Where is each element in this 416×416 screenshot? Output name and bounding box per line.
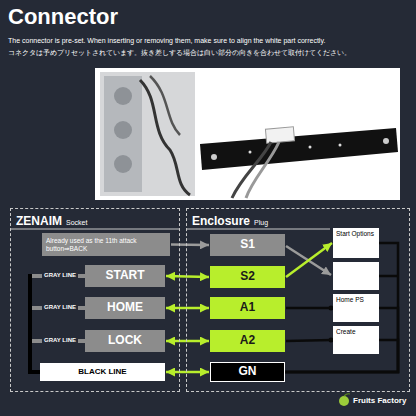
button-hole (114, 155, 132, 173)
connector (286, 243, 332, 277)
plug-group: S1S2A1A2GN Start OptionsHome PS Create Encl… (186, 208, 410, 392)
pcb-bar (200, 128, 398, 170)
button-box: Create (333, 326, 379, 354)
screw (383, 138, 389, 144)
cable (150, 76, 180, 135)
box-text: Start Options (336, 230, 374, 237)
connector (286, 340, 332, 341)
box-text: START (105, 269, 144, 283)
box-text: S2 (240, 270, 255, 284)
brand-name: Fruits Factory (353, 396, 406, 405)
note-text: コネクタは予めプリセットされています。抜き差しする場合は白い部分の向きを合わせて… (8, 49, 412, 57)
logo-icon (339, 396, 349, 406)
connector (285, 243, 398, 372)
box-text: Already used as the 11th attack button⇒B… (46, 237, 166, 252)
connector (171, 243, 209, 246)
wire (232, 142, 271, 198)
pin (309, 146, 312, 149)
box-text: LOCK (108, 334, 142, 348)
group-subheading: Socket (66, 219, 87, 226)
button-box (333, 262, 379, 290)
logo-leaf (344, 394, 350, 396)
page-title: Connector (8, 4, 118, 29)
enclosure-photo (100, 72, 195, 196)
connector (166, 276, 209, 277)
cable (140, 80, 190, 195)
black-wire (30, 274, 40, 372)
group-subheading: Plug (254, 219, 268, 226)
group-heading: Enclosure (192, 214, 250, 228)
enclosure-panel (104, 76, 142, 192)
box-text: Home PS (336, 296, 364, 303)
white-connector (265, 127, 294, 143)
connector (286, 307, 332, 310)
box-text: GN (239, 365, 257, 379)
box-text: A1 (240, 301, 255, 315)
pin (339, 144, 342, 147)
note-text: The connector is pre-set. When inserting… (8, 37, 412, 45)
box-text: S1 (240, 238, 255, 252)
ground-pin: BLACK LINE (40, 363, 165, 381)
button-hole (114, 121, 132, 139)
button-box: Home PS (333, 294, 379, 322)
photo-frame (95, 68, 400, 200)
connector (166, 371, 209, 374)
screw (211, 154, 217, 160)
socket-pin: LOCK (85, 330, 165, 352)
plug-pin: S1 (210, 234, 285, 256)
ground-pin: GN (210, 362, 285, 382)
pin (249, 151, 252, 154)
wire-label: GRAY LINE (42, 272, 78, 279)
connector (166, 307, 209, 310)
plug-pin: A1 (210, 297, 285, 319)
wire-label: GRAY LINE (42, 304, 78, 311)
socket-group: Already used as the 11th attack button⇒B… (10, 208, 180, 392)
button-box: Start Options (333, 228, 379, 258)
ground-wire (379, 275, 398, 278)
plug-pin: S2 (210, 266, 285, 288)
header-rule (186, 229, 330, 230)
group-heading: ZENAIM (16, 214, 62, 228)
box-text: A2 (240, 334, 255, 348)
box-text: HOME (107, 301, 143, 315)
header-rule (10, 229, 180, 230)
box-text: Create (336, 328, 356, 335)
socket-pin: HOME (85, 297, 165, 319)
connector (166, 340, 209, 343)
note-box: Already used as the 11th attack button⇒B… (42, 233, 170, 256)
socket-pin: START (85, 265, 165, 287)
plug-pin: A2 (210, 330, 285, 352)
box-text: BLACK LINE (78, 367, 126, 376)
button-hole (114, 87, 132, 105)
wire-label: GRAY LINE (42, 337, 78, 344)
wire (246, 142, 279, 198)
